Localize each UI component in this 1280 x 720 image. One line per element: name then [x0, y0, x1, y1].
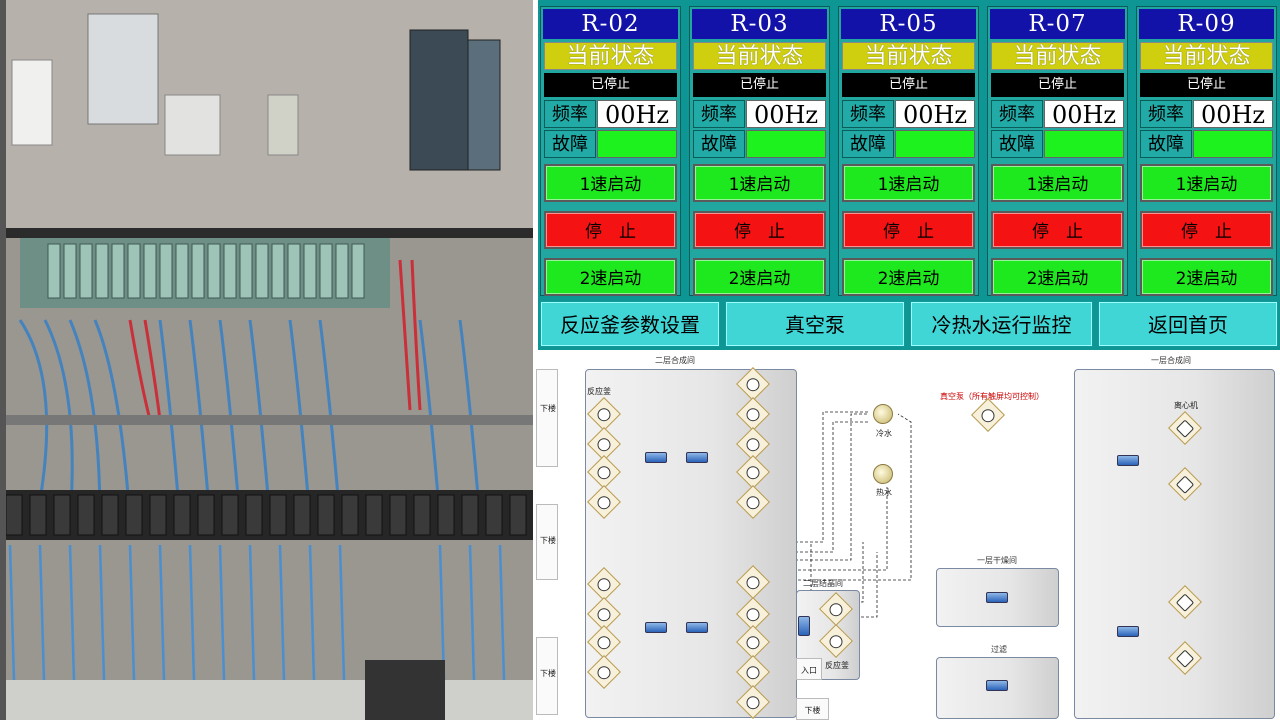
crystal-reactor-label: 反应釜 [825, 661, 849, 670]
speed2-start-button[interactable]: 2速启动 [842, 258, 975, 296]
speed1-start-button[interactable]: 1速启动 [1140, 164, 1273, 202]
stair-box: 下楼 [536, 504, 558, 580]
unit-id: R-07 [990, 9, 1125, 39]
status-value: 已停止 [991, 73, 1124, 97]
fault-indicator [746, 130, 826, 158]
unit-id: R-09 [1139, 9, 1274, 39]
controller-box-icon[interactable] [645, 452, 667, 463]
status-value: 已停止 [1140, 73, 1273, 97]
controller-box-icon[interactable] [986, 680, 1008, 691]
downstairs-label: 下楼 [804, 706, 821, 715]
frequency-value: 00Hz [895, 100, 975, 129]
speed2-start-button[interactable]: 2速启动 [544, 258, 677, 296]
controller-box-icon[interactable] [986, 592, 1008, 603]
speed2-start-button[interactable]: 2速启动 [1140, 258, 1273, 296]
speed2-start-button[interactable]: 2速启动 [991, 258, 1124, 296]
cold-water-label: 冷水 [876, 429, 892, 438]
frequency-label: 频率 [544, 100, 596, 128]
stop-button[interactable]: 停 止 [842, 211, 975, 249]
room-title: 二层结晶间 [803, 579, 843, 588]
room-title: 过滤 [991, 645, 1007, 654]
room-title: 一层合成间 [1151, 356, 1191, 365]
room-2f-synthesis [585, 369, 797, 718]
stop-button[interactable]: 停 止 [693, 211, 826, 249]
fault-label: 故障 [842, 130, 894, 158]
unit-panel: R-09 当前状态 已停止 频率 00Hz 故障 1速启动 停 止 2速启动 [1136, 6, 1277, 296]
floor-plan-diagram: 下楼 下楼 下楼 二层合成间 反应釜 [533, 352, 1280, 720]
frequency-value: 00Hz [597, 100, 677, 129]
reactor-label: 反应釜 [587, 387, 611, 396]
stair-box: 下楼 [796, 698, 829, 720]
speed1-start-button[interactable]: 1速启动 [693, 164, 826, 202]
downstairs-label: 下楼 [540, 536, 556, 545]
nav-home-button[interactable]: 返回首页 [1098, 301, 1278, 347]
stop-button[interactable]: 停 止 [544, 211, 677, 249]
speed2-start-button[interactable]: 2速启动 [693, 258, 826, 296]
status-label: 当前状态 [544, 42, 677, 70]
unit-id: R-02 [543, 9, 678, 39]
cabinet-drawing [0, 0, 533, 720]
fault-label: 故障 [544, 130, 596, 158]
unit-id: R-03 [692, 9, 827, 39]
entrance-label: 入口 [801, 666, 817, 675]
frequency-value: 00Hz [1193, 100, 1273, 129]
controller-box-icon[interactable] [1117, 626, 1139, 637]
status-label: 当前状态 [991, 42, 1124, 70]
fault-indicator [1193, 130, 1273, 158]
fault-label: 故障 [1140, 130, 1192, 158]
stair-box: 下楼 [536, 637, 558, 715]
fault-indicator [597, 130, 677, 158]
frequency-label: 频率 [842, 100, 894, 128]
entrance-box: 入口 [796, 658, 822, 680]
speed1-start-button[interactable]: 1速启动 [544, 164, 677, 202]
nav-reactor-settings-button[interactable]: 反应釜参数设置 [540, 301, 720, 347]
controller-box-icon[interactable] [686, 452, 708, 463]
frequency-value: 00Hz [746, 100, 826, 129]
unit-panel: R-07 当前状态 已停止 频率 00Hz 故障 1速启动 停 止 2速启动 [987, 6, 1128, 296]
unit-panel: R-05 当前状态 已停止 频率 00Hz 故障 1速启动 停 止 2速启动 [838, 6, 979, 296]
stop-button[interactable]: 停 止 [1140, 211, 1273, 249]
status-label: 当前状态 [693, 42, 826, 70]
water-tank-icon[interactable] [873, 404, 893, 424]
hot-water-label: 热水 [876, 488, 892, 497]
fault-label: 故障 [991, 130, 1043, 158]
fault-indicator [1044, 130, 1124, 158]
nav-water-monitor-button[interactable]: 冷热水运行监控 [910, 301, 1093, 347]
status-value: 已停止 [842, 73, 975, 97]
frequency-label: 频率 [991, 100, 1043, 128]
speed1-start-button[interactable]: 1速启动 [842, 164, 975, 202]
controller-box-icon[interactable] [645, 622, 667, 633]
downstairs-label: 下楼 [540, 669, 556, 678]
controller-box-icon[interactable] [798, 616, 810, 636]
controller-box-icon[interactable] [1117, 455, 1139, 466]
stop-button[interactable]: 停 止 [991, 211, 1124, 249]
frequency-label: 频率 [1140, 100, 1192, 128]
room-title: 一层干燥间 [977, 556, 1017, 565]
water-tank-icon[interactable] [873, 464, 893, 484]
status-value: 已停止 [693, 73, 826, 97]
unit-panel: R-03 当前状态 已停止 频率 00Hz 故障 1速启动 停 止 2速启动 [689, 6, 830, 296]
fault-label: 故障 [693, 130, 745, 158]
vacuum-pump-note: 真空泵（所有触屏均可控制） [940, 392, 1044, 401]
downstairs-label: 下楼 [540, 404, 556, 413]
unit-id: R-05 [841, 9, 976, 39]
frequency-label: 频率 [693, 100, 745, 128]
status-value: 已停止 [544, 73, 677, 97]
stair-box: 下楼 [536, 369, 558, 467]
nav-vacuum-pump-button[interactable]: 真空泵 [725, 301, 905, 347]
room-title: 二层合成间 [655, 356, 695, 365]
control-cabinet-photo [0, 0, 533, 720]
status-label: 当前状态 [1140, 42, 1273, 70]
fault-indicator [895, 130, 975, 158]
centrifuge-label: 离心机 [1174, 401, 1198, 410]
frequency-value: 00Hz [1044, 100, 1124, 129]
status-label: 当前状态 [842, 42, 975, 70]
hmi-panel: R-02 当前状态 已停止 频率 00Hz 故障 1速启动 停 止 2速启动 R… [538, 0, 1280, 350]
unit-panel: R-02 当前状态 已停止 频率 00Hz 故障 1速启动 停 止 2速启动 [540, 6, 681, 296]
speed1-start-button[interactable]: 1速启动 [991, 164, 1124, 202]
controller-box-icon[interactable] [686, 622, 708, 633]
